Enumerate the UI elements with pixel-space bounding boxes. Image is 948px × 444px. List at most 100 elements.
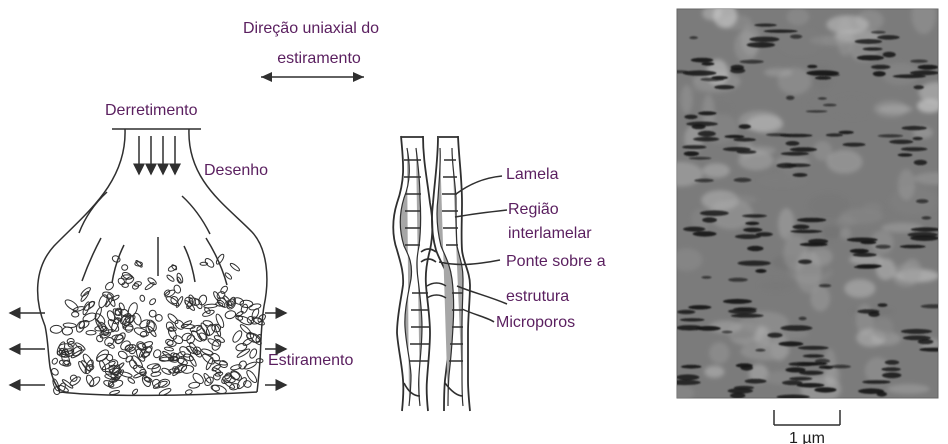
- micropore: [862, 380, 890, 384]
- crystallite-ellipse: [117, 277, 126, 286]
- micropore: [863, 47, 883, 50]
- micropore: [714, 85, 734, 89]
- micropore: [815, 76, 831, 80]
- micropore: [777, 395, 810, 400]
- fibril-structure-schematic: [393, 136, 470, 411]
- micropore: [914, 160, 927, 166]
- micropore: [754, 24, 776, 27]
- micropore: [740, 408, 765, 412]
- micropore: [766, 133, 790, 136]
- micropore: [735, 234, 761, 239]
- micropore: [815, 359, 830, 363]
- crystallite-ellipse: [215, 313, 226, 328]
- uniaxial-direction-arrow: [261, 72, 364, 82]
- crystallite-ellipse: [224, 310, 236, 320]
- micropore: [855, 39, 882, 44]
- crystallite-ellipse: [88, 375, 101, 388]
- micropore: [824, 366, 833, 370]
- crystallite-ellipse: [120, 371, 133, 378]
- micropore: [877, 392, 887, 397]
- micropore: [676, 374, 699, 380]
- micropore: [922, 216, 932, 219]
- micropore: [689, 157, 712, 160]
- micropore: [793, 225, 810, 230]
- micropore: [739, 124, 751, 129]
- interlamellar-label-line1: Região: [508, 201, 559, 218]
- micropore: [764, 30, 798, 33]
- micrograph-highlight: [856, 304, 874, 335]
- micrograph-highlight: [813, 141, 833, 161]
- micropore: [885, 360, 899, 365]
- crystallite-ellipse: [230, 364, 242, 371]
- micrograph-highlight: [784, 235, 808, 271]
- direction-label-line2: estiramento: [277, 50, 361, 67]
- micrograph-highlight: [681, 85, 693, 114]
- micropore: [738, 261, 771, 266]
- micropore: [677, 310, 695, 314]
- micropore: [745, 379, 767, 384]
- micrograph-texture-patch: [844, 279, 875, 298]
- direction-label-line1: Direção uniaxial do: [243, 20, 379, 37]
- micropore: [789, 377, 812, 381]
- micropore: [693, 231, 717, 236]
- micrograph-texture-patch: [806, 93, 829, 112]
- crystallite-ellipse: [139, 295, 145, 302]
- micropore: [814, 387, 836, 392]
- micropore: [790, 35, 802, 39]
- bridge-label-line1: Ponte sobre a: [506, 253, 606, 270]
- crystallite-ellipse: [167, 312, 180, 325]
- micropore: [883, 403, 893, 408]
- crystallite-ellipse: [176, 277, 182, 284]
- micropore: [868, 312, 879, 317]
- micropore: [823, 104, 836, 107]
- micropore: [798, 346, 829, 350]
- micrograph-texture-patch: [713, 3, 737, 28]
- micropore: [722, 331, 733, 334]
- micropore: [781, 325, 813, 331]
- micropore: [910, 60, 927, 63]
- micrograph-texture-patch: [787, 8, 810, 25]
- micropore: [793, 173, 808, 177]
- micropore: [882, 372, 901, 378]
- micropore: [826, 133, 843, 136]
- crystallite-ellipse: [140, 331, 148, 338]
- crystallite-ellipse: [204, 257, 216, 269]
- micrograph-highlight: [778, 68, 812, 95]
- micropore: [790, 230, 822, 233]
- crystallite-ellipse: [80, 286, 92, 297]
- crystallite-ellipse: [148, 298, 156, 306]
- micropore: [742, 214, 767, 217]
- micrograph-texture-patch: [887, 384, 930, 394]
- crystallite-ellipse: [243, 380, 252, 388]
- micropore: [682, 145, 706, 149]
- micropore: [911, 227, 941, 231]
- crystallite-ellipse: [203, 320, 214, 327]
- micropore: [883, 52, 896, 58]
- micropore: [806, 110, 827, 112]
- micrograph-texture-patch: [703, 163, 731, 178]
- micropore: [702, 276, 712, 279]
- micropore: [684, 115, 697, 120]
- crystallite-ellipse: [132, 388, 139, 395]
- micropore: [693, 137, 719, 142]
- crystallite-ellipse: [132, 363, 147, 376]
- micropore: [901, 147, 928, 151]
- micropore: [918, 65, 938, 70]
- micropore: [732, 409, 743, 414]
- micropore: [680, 318, 705, 321]
- micropore: [913, 137, 923, 140]
- micropore: [698, 131, 716, 137]
- micropore: [689, 36, 698, 39]
- crystallite-ellipse: [235, 343, 247, 352]
- micropore: [916, 199, 928, 203]
- micropore: [740, 365, 753, 370]
- micropore: [728, 278, 748, 282]
- crystallite-ellipse: [191, 371, 205, 385]
- micropore: [785, 367, 805, 372]
- micropore: [785, 163, 811, 167]
- micropore: [683, 227, 705, 232]
- micropore: [781, 152, 809, 156]
- micropore: [684, 151, 699, 156]
